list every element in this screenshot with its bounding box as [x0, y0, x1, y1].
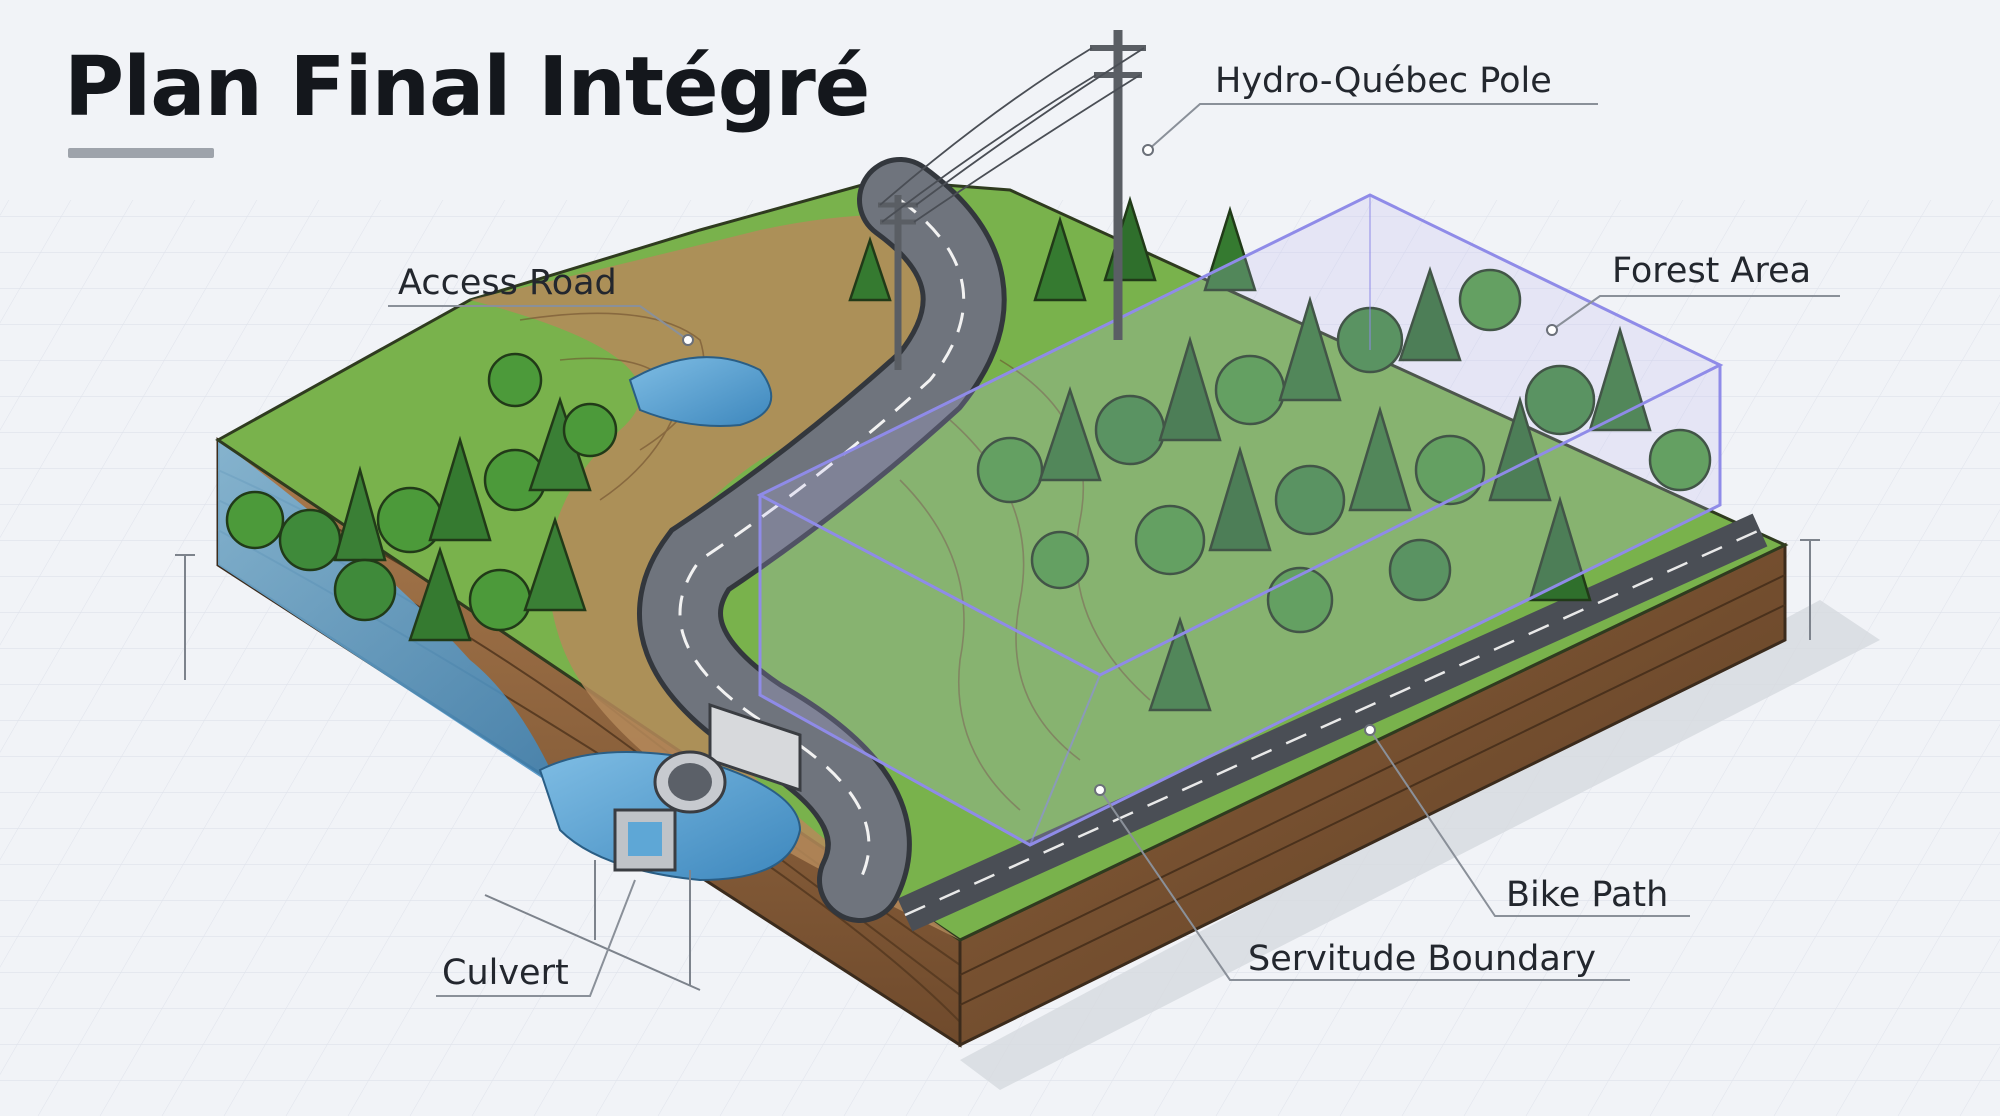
forest-left — [225, 352, 618, 642]
page-title: Plan Final Intégré — [64, 40, 870, 135]
leader-anchor-dots — [682, 144, 1558, 796]
label-culvert: Culvert — [442, 953, 569, 993]
dimension-marks — [175, 539, 1820, 991]
servitude-boundary-volume — [756, 193, 1724, 847]
label-access-road: Access Road — [398, 263, 617, 303]
block-shadow — [960, 600, 1880, 1090]
label-bike-path: Bike Path — [1506, 875, 1669, 915]
label-servitude-boundary: Servitude Boundary — [1248, 939, 1596, 979]
label-hydro-quebec-pole: Hydro-Québec Pole — [1215, 61, 1552, 101]
access-road — [637, 157, 1007, 923]
hydro-quebec-pole — [878, 30, 1146, 370]
title-underline — [68, 148, 214, 158]
bike-path — [897, 513, 1768, 932]
pond-upper — [628, 356, 773, 427]
label-forest-area: Forest Area — [1612, 251, 1812, 291]
culvert-structure — [613, 702, 802, 872]
leader-lines — [388, 103, 1840, 997]
